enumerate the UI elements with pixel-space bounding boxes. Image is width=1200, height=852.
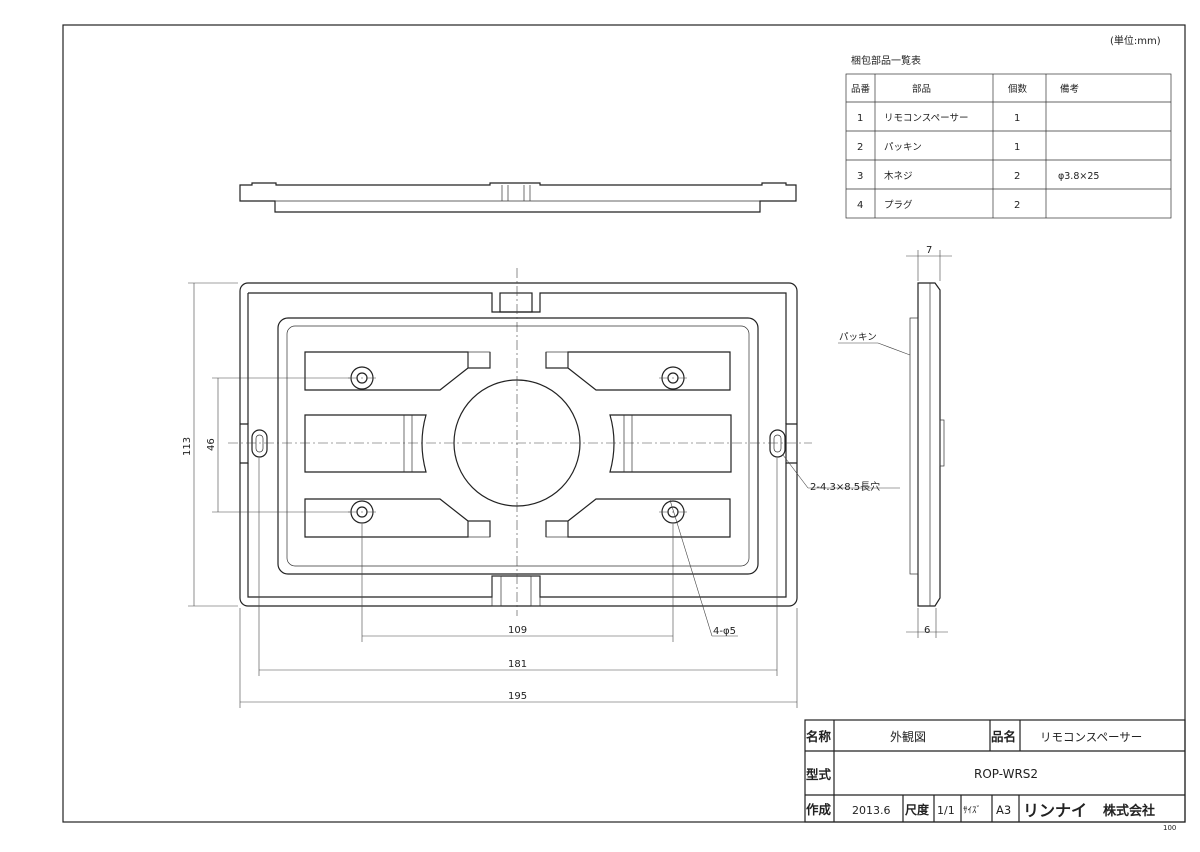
parts-row-1-no: 1: [857, 113, 863, 124]
dim-hole-pitch-y: 46: [206, 438, 217, 451]
product-value: リモコンスペーサー: [1040, 730, 1142, 744]
size-label: ｻｲｽﾞ: [963, 805, 981, 816]
front-dimensions: 113 46 109 181 195 2-4.3×8.5長穴 4-φ5: [182, 282, 900, 708]
size-value: A3: [996, 803, 1011, 817]
parts-row-4-qty: 2: [1014, 200, 1020, 211]
parts-row-1-qty: 1: [1014, 113, 1020, 124]
parts-table-title: 梱包部品一覧表: [851, 54, 921, 67]
parts-row-3-qty: 2: [1014, 171, 1020, 182]
company-logo: リンナイ: [1023, 801, 1087, 820]
callout-round-holes: 4-φ5: [713, 626, 736, 637]
parts-row-2-no: 2: [857, 142, 863, 153]
created-value: 2013.6: [852, 804, 891, 817]
scale-label: 尺度: [905, 802, 930, 817]
dim-overall-height: 113: [182, 437, 193, 456]
parts-header-name: 部品: [912, 83, 931, 95]
slot-hole-left: [251, 429, 268, 458]
slot-hole-right: [769, 429, 786, 458]
model-label: 型式: [806, 767, 832, 782]
dim-inner-width: 181: [508, 659, 527, 670]
dim-hole-pitch-x: 109: [508, 625, 527, 636]
unit-label: (単位:mm): [1110, 34, 1161, 47]
callout-slot-holes: 2-4.3×8.5長穴: [810, 480, 880, 493]
side-view: 7 6 パッキン: [838, 245, 952, 638]
parts-row-3-name: 木ネジ: [884, 170, 913, 182]
model-value: ROP-WRS2: [974, 767, 1038, 781]
parts-row-3-no: 3: [857, 171, 863, 182]
parts-row-4-name: プラグ: [884, 199, 913, 211]
dim-side-top: 7: [926, 245, 932, 256]
parts-header-qty: 個数: [1008, 83, 1028, 95]
parts-row-2-name: パッキン: [884, 142, 922, 153]
parts-header-no: 品番: [851, 83, 871, 95]
corner-mark: 100: [1163, 824, 1176, 832]
parts-row-4-no: 4: [857, 200, 863, 211]
callout-gasket: パッキン: [839, 332, 877, 343]
name-label: 名称: [806, 729, 832, 744]
product-label: 品名: [991, 729, 1016, 744]
parts-table: 梱包部品一覧表 品番 部品 個数 備考 1 リモコンスペーサー 1 2 パッキン…: [845, 54, 1172, 219]
dim-side-bottom: 6: [924, 625, 930, 636]
sheet-border: [62, 24, 1186, 823]
scale-value: 1/1: [937, 804, 955, 817]
top-edge-view: [239, 182, 797, 213]
parts-row-1-name: リモコンスペーサー: [884, 113, 968, 124]
parts-row-3-note: φ3.8×25: [1058, 171, 1099, 182]
created-label: 作成: [806, 802, 832, 817]
parts-row-2-qty: 1: [1014, 142, 1020, 153]
company-suffix: 株式会社: [1103, 803, 1155, 819]
title-block: 名称 外観図 品名 リモコンスペーサー 型式 ROP-WRS2 作成 2013.…: [804, 719, 1186, 823]
name-value: 外観図: [890, 730, 926, 744]
parts-header-note: 備考: [1060, 83, 1079, 95]
dim-overall-width: 195: [508, 691, 527, 702]
front-view: [228, 268, 812, 616]
